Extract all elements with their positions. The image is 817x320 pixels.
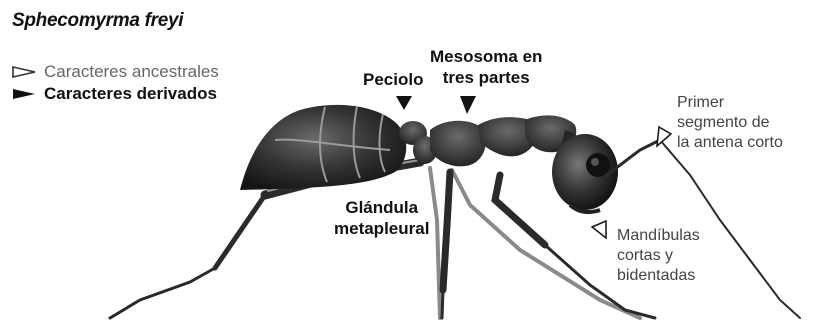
label-mandibulas-line: Mandíbulas	[617, 226, 700, 246]
label-mandibulas: Mandíbulas cortas y bidentadas	[617, 226, 700, 286]
label-primer-segmento: Primer segmento de la antena corto	[677, 93, 783, 153]
label-peciolo: Peciolo	[363, 69, 423, 90]
label-primer-line: la antena corto	[677, 133, 783, 153]
mesosoma-pointer	[460, 96, 476, 114]
label-glandula: Glándula metapleural	[334, 197, 429, 239]
hollow-arrow-icon	[12, 65, 38, 79]
species-title: Sphecomyrma freyi	[12, 10, 183, 32]
legend-derived: Caracteres derivados	[12, 84, 217, 104]
label-mandibulas-line: cortas y	[617, 246, 700, 266]
label-glandula-line: metapleural	[334, 218, 429, 239]
label-primer-line: Primer	[677, 93, 783, 113]
label-mandibulas-line: bidentadas	[617, 266, 700, 286]
label-mesosoma-line: Mesosoma en	[430, 46, 542, 67]
legend-ancestral: Caracteres ancestrales	[12, 62, 219, 82]
solid-arrow-icon	[12, 87, 38, 101]
label-primer-line: segmento de	[677, 113, 783, 133]
peciolo-pointer	[396, 96, 412, 110]
mandible-pointer	[592, 221, 606, 238]
label-glandula-line: Glándula	[334, 197, 429, 218]
label-peciolo-line: Peciolo	[363, 69, 423, 90]
legend-ancestral-label: Caracteres ancestrales	[44, 62, 219, 82]
label-mesosoma: Mesosoma en tres partes	[430, 46, 542, 88]
legend-derived-label: Caracteres derivados	[44, 84, 217, 104]
label-mesosoma-line: tres partes	[430, 67, 542, 88]
